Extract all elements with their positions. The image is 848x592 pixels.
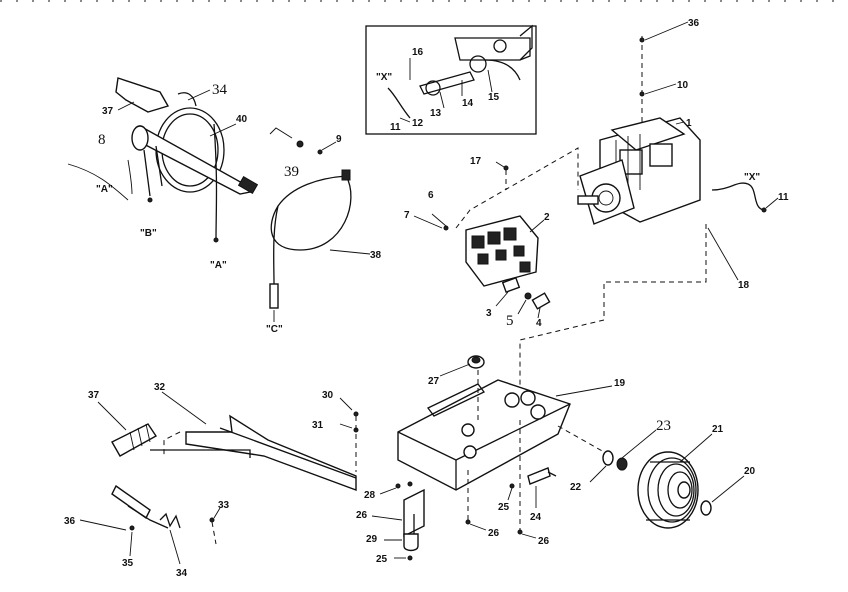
label-31: 31	[312, 420, 324, 431]
label-4: 4	[536, 318, 542, 329]
label-25-base: 25	[498, 502, 510, 513]
label-21: 21	[712, 424, 724, 435]
bracket-assembly: 33 36 35 34	[64, 449, 251, 579]
label-2: 2	[544, 212, 550, 223]
label-27: 27	[428, 376, 440, 387]
label-15: 15	[488, 92, 500, 103]
label-7: 7	[404, 210, 410, 221]
label-18: 18	[738, 280, 750, 291]
hose-assembly: 9 39 38 "C"	[266, 127, 382, 335]
label-22: 22	[570, 482, 582, 493]
label-37-grip: 37	[88, 390, 100, 401]
label-b: "B"	[140, 228, 157, 239]
label-11-inset: 11	[390, 122, 401, 133]
label-14: 14	[462, 98, 474, 109]
label-a-gun-2: "A"	[210, 260, 227, 271]
base-frame: 27 19	[397, 355, 626, 491]
label-33: 33	[218, 500, 230, 511]
label-x-engine: "X"	[744, 172, 760, 183]
spray-gun-assembly: 34 37 40 8 "A" "B" "A"	[67, 77, 259, 271]
label-34-top: 34	[212, 82, 228, 98]
label-26-right: 26	[538, 536, 550, 547]
engine-assembly: 36 10 1 "X" 11 17	[470, 18, 789, 225]
label-37-gun: 37	[102, 106, 114, 117]
label-39: 39	[284, 164, 299, 180]
label-17: 17	[470, 156, 482, 167]
fastener-assembly: 28 26 29 25 26 25 24 26	[356, 420, 557, 565]
label-a-gun-1: "A"	[96, 184, 113, 195]
label-29: 29	[366, 534, 378, 545]
wheel-assembly: 23 21 22 20	[557, 418, 756, 529]
label-12: 12	[412, 118, 424, 129]
pump-assembly: 2 6 7 3 5 4	[404, 190, 551, 329]
label-35: 35	[122, 558, 134, 569]
label-38: 38	[370, 250, 382, 261]
label-24: 24	[530, 512, 542, 523]
label-23: 23	[656, 418, 671, 434]
label-13: 13	[430, 108, 442, 119]
label-10: 10	[677, 80, 689, 91]
label-8: 8	[98, 132, 106, 148]
label-36-bottom: 36	[64, 516, 76, 527]
label-32: 32	[154, 382, 166, 393]
label-40: 40	[236, 114, 248, 125]
label-20: 20	[744, 466, 756, 477]
handle-assembly: 37 32 30 31	[88, 382, 359, 492]
label-30: 30	[322, 390, 334, 401]
label-25-bottom: 25	[376, 554, 388, 565]
label-36-top: 36	[688, 18, 700, 29]
label-1: 1	[686, 118, 692, 129]
label-19: 19	[614, 378, 626, 389]
label-26-left: 26	[356, 510, 368, 521]
label-34-bottom: 34	[176, 568, 188, 579]
label-6: 6	[428, 190, 434, 201]
label-16: 16	[412, 47, 424, 58]
label-x-inset: "X"	[376, 72, 392, 83]
label-5: 5	[506, 313, 514, 329]
label-9: 9	[336, 134, 342, 145]
label-11-engine: 11	[778, 192, 789, 203]
label-c: "C"	[266, 324, 283, 335]
label-3: 3	[486, 308, 492, 319]
label-28: 28	[364, 490, 376, 501]
inset-detail: 16 "X" 13 14 15 12 11	[365, 24, 537, 135]
label-26-middle: 26	[488, 528, 500, 539]
